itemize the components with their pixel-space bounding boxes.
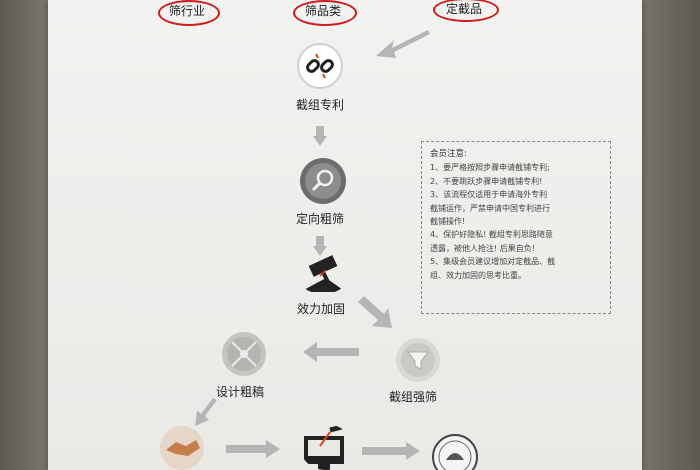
step-label-3: 效力加固 — [297, 302, 346, 316]
seal-emblem-icon — [432, 434, 478, 470]
notes-line-1: 1、要严格按照步骤申请截铺专利; — [430, 163, 550, 173]
step-label-2: 定向粗筛 — [296, 212, 345, 226]
hammer-gavel-icon — [300, 255, 346, 292]
notes-title: 会员注意: — [430, 149, 467, 159]
notes-line-2: 2、不要跳跃步骤申请截铺专利! — [430, 176, 543, 186]
notes-line-9: 组、效力加固的思考比重。 — [430, 270, 526, 280]
arrow-diag-down-left-2 — [195, 398, 217, 426]
magnifier-icon — [300, 158, 346, 204]
funnel-icon — [396, 338, 440, 382]
arrow-right-2 — [362, 442, 420, 460]
notes-line-6: 4、保护好隐私! 截组专利思路随意 — [430, 230, 553, 240]
notes-line-7: 透露，被他人抢注! 后果自负! — [430, 243, 535, 253]
wall-right — [642, 0, 700, 470]
arrow-down-2 — [313, 236, 327, 256]
highlight-oval-1 — [158, 0, 220, 26]
category-industry: 筛行业 — [168, 4, 205, 18]
arrow-diag-down-left — [376, 30, 430, 58]
poster-paper — [48, 0, 642, 470]
step-label-4: 截组强筛 — [389, 390, 438, 404]
broken-link-icon — [297, 43, 343, 89]
step-label-5: 设计粗稿 — [216, 385, 265, 399]
wall-left — [0, 0, 48, 470]
category-product: 筛品类 — [304, 4, 341, 18]
notes-line-4: 截铺运作，严禁申请中国专利进行 — [430, 203, 550, 213]
highlight-oval-2 — [293, 0, 357, 26]
category-target: 定截品 — [445, 2, 482, 16]
arrow-diag-down-right — [358, 296, 392, 328]
arrow-left — [303, 342, 359, 362]
arrow-down-1 — [313, 126, 327, 146]
notes-line-8: 5、集级会员建议增加对定截品、截 — [430, 257, 556, 267]
highlight-oval-3 — [433, 0, 499, 22]
handshake-icon — [160, 426, 204, 470]
notes-line-5: 截铺操作! — [430, 217, 466, 227]
step-label-1: 截组专利 — [296, 98, 345, 112]
member-notes-box: 会员注意: 1、要严格按照步骤申请截铺专利; 2、不要跳跃步骤申请截铺专利! 3… — [421, 141, 611, 314]
notes-line-3: 3、该流程仅适用于申请海外专利 — [430, 190, 548, 200]
arrow-right-1 — [226, 440, 280, 458]
crosshair-pattern-icon — [222, 332, 266, 376]
design-computer-icon — [304, 424, 347, 470]
